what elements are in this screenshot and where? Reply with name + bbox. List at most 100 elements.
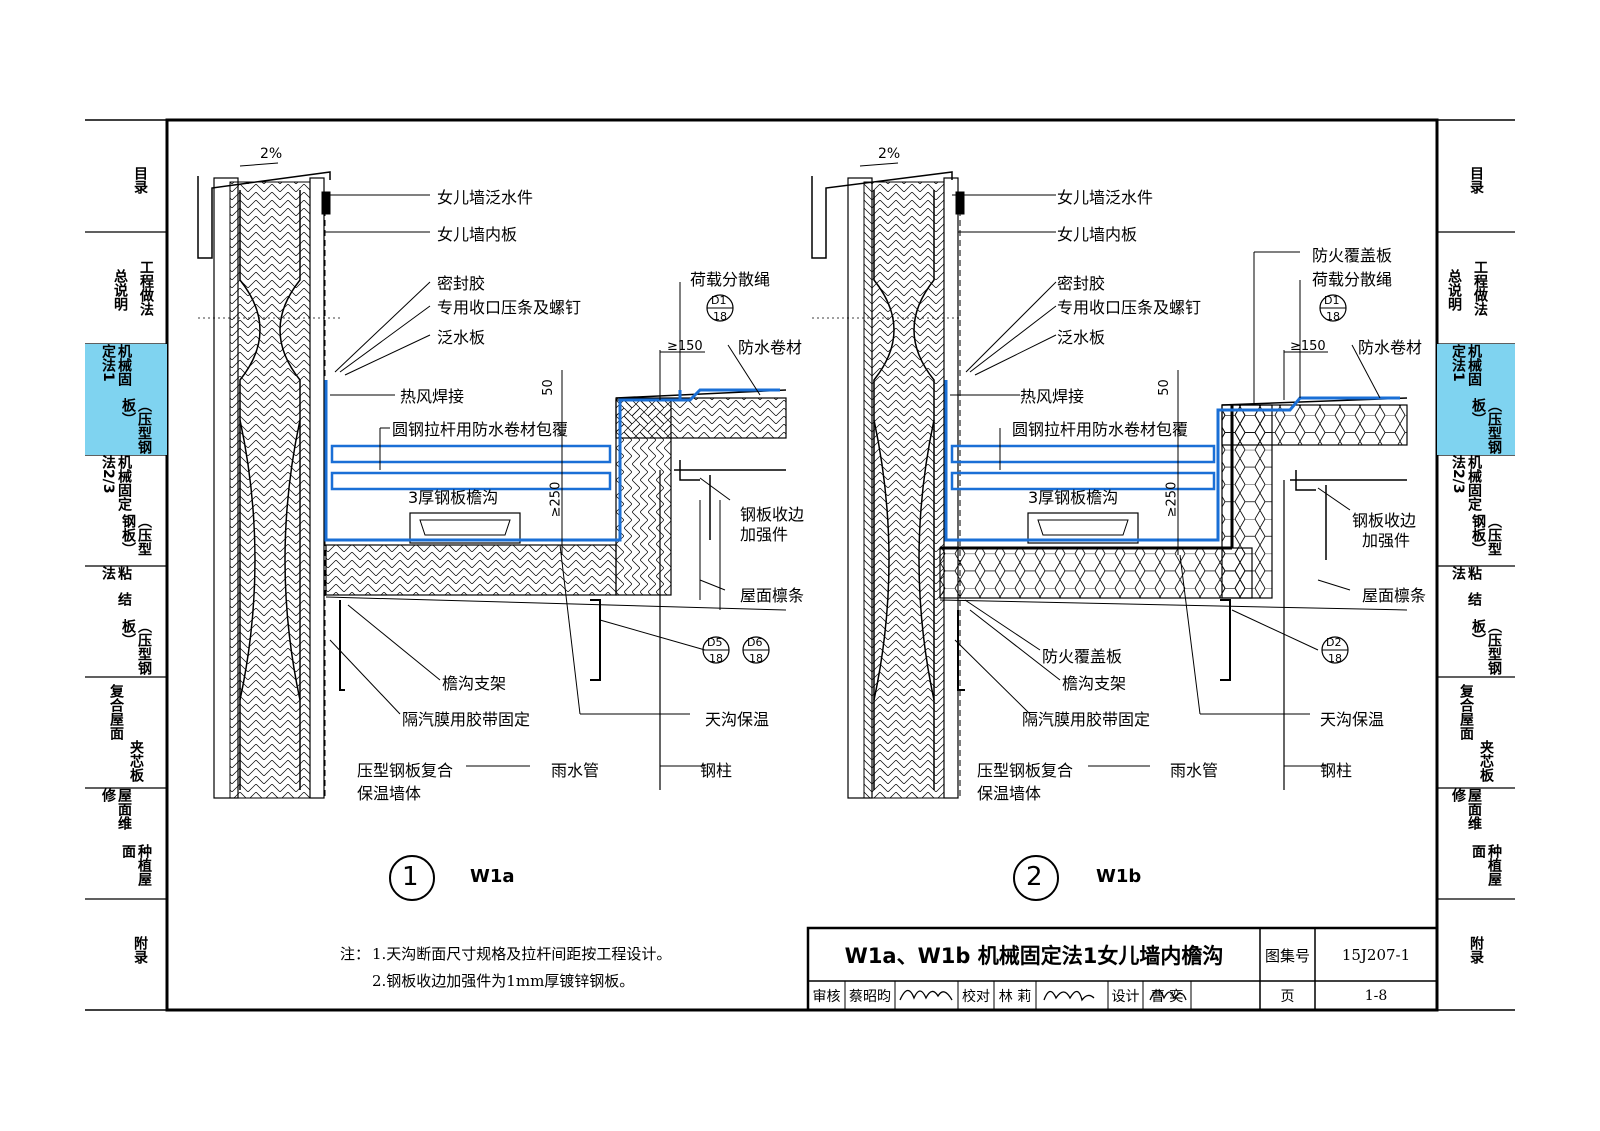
tab-jiaxin-right-label: 夹芯板 — [1478, 739, 1494, 782]
d1-label-tiangou: 3厚钢板檐沟 — [408, 488, 499, 507]
d1-label-qiangti1: 压型钢板复合 — [357, 761, 454, 780]
detail-2-drawing — [811, 162, 1408, 901]
page-label: 页 — [1280, 988, 1295, 1005]
d1-ref-d6-top: D6 — [747, 636, 763, 649]
title-block-atlas-no: 15J207-1 — [1341, 946, 1411, 964]
d2-dim-250: ≥250 — [1164, 481, 1180, 518]
d2-label-yatiao: 专用收口压条及螺钉 — [1057, 298, 1202, 317]
tab-jiaxin-label: 夹芯板 — [128, 739, 144, 782]
tab-zongshuoming[interactable]: 总说明 — [112, 269, 128, 311]
d1-ref-d5-top: D5 — [707, 636, 723, 649]
tab-gongchengzuofa[interactable]: 工程做法 — [138, 260, 154, 316]
d2-label-mifengjiao: 密封胶 — [1057, 274, 1106, 293]
d2-label-refeng: 热风焊接 — [1020, 387, 1085, 406]
d1-label-fanshuijian: 女儿墙泛水件 — [437, 188, 534, 207]
d2-label-yushuiguan: 雨水管 — [1170, 761, 1219, 780]
title-block-title: W1a、W1b 机械固定法1女儿墙内檐沟 — [844, 944, 1224, 968]
checker-name: 林 莉 — [998, 988, 1032, 1005]
tab-zhongzhi-weixiu[interactable]: 屋面维修 种植屋面 — [85, 788, 167, 899]
d1-label-geqi: 隔汽膜用胶带固定 — [402, 710, 531, 729]
tab-jixie23-right-sub: （压型钢板） — [1470, 513, 1502, 556]
d2-label-yuangang: 圆钢拉杆用防水卷材包覆 — [1012, 420, 1189, 439]
tab-nianjie-right-label: 粘结法 — [1450, 566, 1482, 618]
tab-zongshuoming-right[interactable]: 总说明 — [1446, 269, 1462, 311]
tab-jixie1-right[interactable]: 机械固定法1 （压型钢板） — [1437, 344, 1515, 455]
tab-jixie23-sub: （压型钢板） — [120, 513, 152, 556]
d2-label-gangzhu: 钢柱 — [1320, 761, 1353, 780]
designer-name: 曹 奕 — [1150, 988, 1184, 1005]
d1-dim-250: ≥250 — [548, 481, 564, 518]
d2-dim-50: 50 — [1156, 379, 1172, 396]
tab-zhongzhi-label: 种植屋面 — [120, 843, 152, 886]
d1-label-neiban: 女儿墙内板 — [437, 225, 518, 244]
tab-jixie1-sub: （压型钢板） — [120, 398, 152, 455]
d2-ref-d1-top: D1 — [1324, 294, 1340, 307]
tab-mulu-right[interactable]: 目录 — [1468, 166, 1484, 194]
d2-label-qiangti1: 压型钢板复合 — [977, 761, 1074, 780]
tab-nianjie-right-sub: （压型钢板） — [1470, 619, 1502, 676]
d1-label-yushuiguan: 雨水管 — [551, 761, 600, 780]
tab-jiaxin-fuhe-right[interactable]: 复合屋面 夹芯板 — [1437, 677, 1515, 788]
d1-slope: 2% — [260, 146, 283, 162]
tab-jixie1[interactable]: 机械固定法1 （压型钢板） — [85, 344, 167, 455]
d2-label-shoubian: 钢板收边 — [1352, 511, 1417, 530]
d1-label-jiaqiang: 加强件 — [740, 525, 789, 544]
tab-jixie1-label: 机械固定法1 — [100, 344, 132, 386]
d2-dim-150: ≥150 — [1290, 339, 1326, 354]
d1-dim-150: ≥150 — [667, 339, 703, 354]
tab-jixie23-right[interactable]: 机械固定法2/3 （压型钢板） — [1437, 455, 1515, 566]
d2-number: 2 — [1026, 862, 1043, 892]
d2-label-qiangti2: 保温墙体 — [977, 784, 1042, 803]
d2-label-linlian: 屋面檩条 — [1362, 586, 1427, 605]
tab-gongchengzuofa-right[interactable]: 工程做法 — [1472, 260, 1488, 316]
d2-ref-d2-top: D2 — [1326, 636, 1342, 649]
reviewer-name: 蔡昭昀 — [849, 988, 891, 1005]
d2-label-zhijia: 檐沟支架 — [1062, 674, 1127, 693]
tab-nianjie-right[interactable]: 粘结法 （压型钢板） — [1437, 566, 1515, 677]
d2-ref-d2-bot: 18 — [1328, 652, 1342, 665]
d2-label-fangshui: 防水卷材 — [1358, 338, 1423, 357]
tab-zhongzhi-weixiu-right[interactable]: 屋面维修 种植屋面 — [1437, 788, 1515, 899]
check-label: 校对 — [962, 988, 990, 1005]
tab-jixie23-label: 机械固定法2/3 — [100, 455, 132, 511]
d2-label-tiangou: 3厚钢板檐沟 — [1028, 488, 1119, 507]
detail-1-drawing — [197, 162, 787, 901]
d2-code: W1b — [1096, 866, 1142, 887]
d1-ref-d5-bot: 18 — [709, 652, 723, 665]
d2-label-neiban: 女儿墙内板 — [1057, 225, 1138, 244]
tab-jiaxin-fuhe[interactable]: 复合屋面 夹芯板 — [85, 677, 167, 788]
d1-number: 1 — [402, 862, 419, 892]
d2-label-fanghuo-bot: 防火覆盖板 — [1042, 647, 1123, 666]
tab-fuhe-right-label: 复合屋面 — [1458, 683, 1474, 740]
d1-label-yatiao: 专用收口压条及螺钉 — [437, 298, 582, 317]
review-label: 审核 — [812, 988, 841, 1005]
tab-fuhe-label: 复合屋面 — [108, 683, 124, 740]
tab-jixie1-right-sub: （压型钢板） — [1470, 398, 1502, 455]
tab-weixiu-right-label: 屋面维修 — [1450, 788, 1482, 830]
d1-label-zhijia: 檐沟支架 — [442, 674, 507, 693]
tab-nianjie[interactable]: 粘结法 （压型钢板） — [85, 566, 167, 677]
d1-label-linlian: 屋面檩条 — [740, 586, 805, 605]
notes-line-2: 2.钢板收边加强件为1mm厚镀锌钢板。 — [372, 972, 635, 990]
d2-label-fanshuijian: 女儿墙泛水件 — [1057, 188, 1154, 207]
d1-label-baowen: 天沟保温 — [705, 710, 770, 729]
tab-fulu[interactable]: 附录 — [132, 936, 148, 964]
d2-label-fanshuiban: 泛水板 — [1057, 328, 1106, 347]
d1-label-yuangang: 圆钢拉杆用防水卷材包覆 — [392, 420, 569, 439]
tab-jixie23-right-label: 机械固定法2/3 — [1450, 455, 1482, 511]
d1-label-shoubian: 钢板收边 — [740, 505, 805, 524]
design-label: 设计 — [1111, 988, 1140, 1005]
d2-label-fanghuo-top: 防火覆盖板 — [1312, 246, 1393, 265]
d1-ref-d6-bot: 18 — [749, 652, 763, 665]
d1-code: W1a — [470, 866, 515, 887]
d1-label-fanshuiban: 泛水板 — [437, 328, 486, 347]
notes-line-1: 1.天沟断面尺寸规格及拉杆间距按工程设计。 — [372, 945, 672, 963]
tab-mulu[interactable]: 目录 — [132, 166, 148, 194]
tab-jixie23[interactable]: 机械固定法2/3 （压型钢板） — [85, 455, 167, 566]
title-block-grid — [806, 926, 1439, 1012]
d1-dim-50: 50 — [540, 379, 556, 396]
d1-ref-d1-top: D1 — [711, 294, 727, 307]
d1-label-gangzhu: 钢柱 — [700, 761, 733, 780]
tab-fulu-right[interactable]: 附录 — [1468, 936, 1484, 964]
